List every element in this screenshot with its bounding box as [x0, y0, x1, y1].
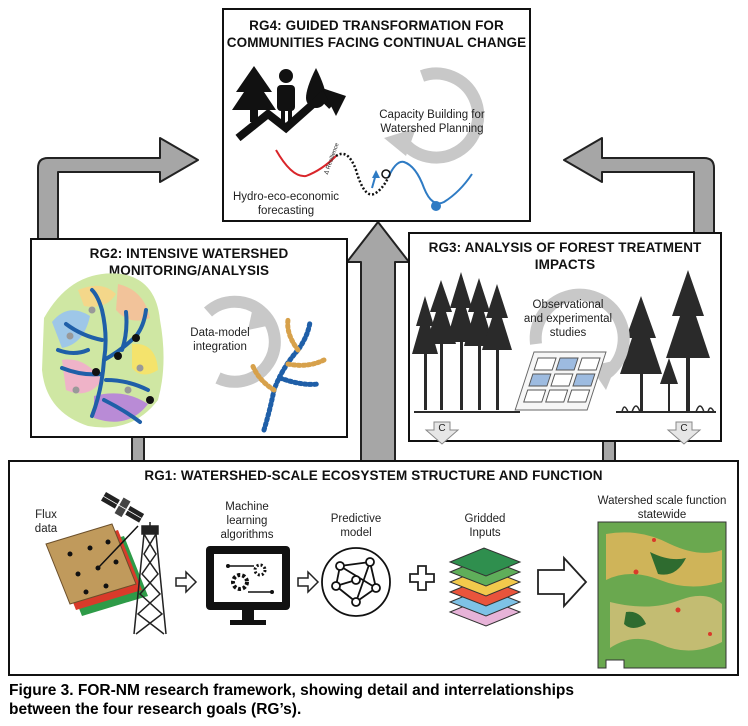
network-model-icon	[321, 547, 391, 617]
flux-label-line2: data	[34, 523, 58, 535]
plus-icon	[409, 565, 435, 591]
forecasting-label-line1: Hydro-eco-economic	[232, 191, 340, 203]
ml-label-line3: algorithms	[220, 529, 274, 541]
arrow-ml-to-model	[297, 570, 320, 594]
gridded-inputs-label: Gridded Inputs	[446, 512, 524, 540]
capacity-label-line2: Watershed Planning	[380, 123, 484, 135]
predictive-model-label-line1: Predictive	[330, 513, 382, 525]
caption-line1: Figure 3. FOR-NM research framework, sho…	[9, 682, 575, 699]
flux-label-line1: Flux	[35, 509, 57, 521]
tree-icon	[232, 66, 276, 122]
flux-map-icon	[45, 523, 148, 616]
stream-network-icon	[249, 317, 327, 433]
ball-start	[381, 169, 391, 179]
forecasting-label-line2: forecasting	[257, 205, 315, 217]
dense-forest-icon	[412, 272, 520, 413]
arrow-flux-to-ml	[175, 570, 198, 594]
rg1-graphics	[45, 492, 727, 669]
new-mexico-map-icon	[597, 521, 727, 669]
capacity-cycle-arrow	[397, 67, 485, 164]
experiment-grid-icon	[514, 351, 607, 411]
statewide-label-line1: Watershed scale function	[597, 495, 727, 507]
watershed-map-icon	[42, 273, 164, 428]
arrow-rg1-to-rg4	[346, 221, 410, 467]
ml-label-line2: learning	[226, 515, 268, 527]
capacity-label: Capacity Building for Watershed Planning	[372, 108, 492, 136]
data-model-label-line1: Data-model	[190, 327, 250, 339]
forecasting-label: Hydro-eco-economic forecasting	[226, 190, 346, 218]
computer-gears-icon	[206, 546, 290, 625]
data-model-label: Data-model integration	[182, 326, 258, 354]
blue-curve	[387, 160, 473, 205]
predictive-model-label-line2: model	[340, 527, 372, 539]
layers-icon	[448, 547, 522, 627]
gridded-inputs-label-line1: Gridded	[464, 513, 506, 525]
flux-tower-icon	[133, 522, 167, 635]
person-icon	[277, 69, 295, 122]
data-model-label-line2: integration	[193, 341, 247, 353]
rg2-title-line2: MONITORING/ANALYSIS	[108, 263, 270, 278]
gridded-inputs-label-line2: Inputs	[469, 527, 501, 539]
rg3-box: RG3: ANALYSIS OF FOREST TREATMENT IMPACT…	[408, 232, 722, 445]
rg3-graphics	[412, 270, 716, 445]
rg2-box: RG2: INTENSIVE WATERSHED MONITORING/ANAL…	[30, 238, 348, 438]
studies-label-line1: Observational	[532, 299, 604, 311]
ml-label-line1: Machine	[225, 501, 269, 513]
thinned-forest-icon	[616, 270, 716, 413]
rg3-title-line2: IMPACTS	[534, 257, 596, 272]
rg4-box: RG4: GUIDED TRANSFORMATION FOR COMMUNITI…	[222, 8, 531, 222]
red-curve	[275, 149, 337, 178]
rg4-title-line1: RG4: GUIDED TRANSFORMATION FOR	[249, 18, 504, 33]
predictive-model-label: Predictive model	[314, 512, 398, 540]
carbon-arrow-right	[666, 421, 702, 445]
rg2-graphics	[42, 273, 327, 433]
rg2-title: RG2: INTENSIVE WATERSHED MONITORING/ANAL…	[32, 245, 346, 279]
ball-end	[431, 201, 441, 211]
rg3-title: RG3: ANALYSIS OF FOREST TREATMENT IMPACT…	[410, 239, 720, 273]
rg3-title-line1: RG3: ANALYSIS OF FOREST TREATMENT	[428, 240, 702, 255]
satellite-icon	[101, 492, 145, 523]
rg1-box: RG1: WATERSHED-SCALE ECOSYSTEM STRUCTURE…	[8, 460, 739, 676]
studies-label: Observational and experimental studies	[518, 298, 618, 340]
studies-label-line3: studies	[549, 327, 587, 339]
capacity-label-line1: Capacity Building for	[379, 109, 485, 121]
studies-label-line2: and experimental	[523, 313, 613, 325]
statewide-label: Watershed scale function statewide	[590, 494, 734, 522]
carbon-label-right: C	[680, 423, 688, 434]
data-model-cycle-arrow	[203, 295, 281, 388]
ml-label: Machine learning algorithms	[198, 500, 296, 542]
studies-cycle-arrow	[529, 288, 630, 379]
dotted-curve	[335, 152, 390, 196]
caption-line2: between the four research goals (RG’s).	[9, 701, 302, 718]
rg2-title-line1: RG2: INTENSIVE WATERSHED	[89, 246, 289, 261]
arrow-rg3-to-rg4	[563, 137, 715, 243]
rg1-title: RG1: WATERSHED-SCALE ECOSYSTEM STRUCTURE…	[144, 468, 603, 483]
rg4-graphics	[232, 66, 485, 211]
flux-label: Flux data	[26, 508, 66, 536]
rg4-title-line2: COMMUNITIES FACING CONTINUAL CHANGE	[226, 35, 527, 50]
arrow-rg2-to-rg4	[37, 137, 199, 241]
carbon-label-left: C	[438, 423, 446, 434]
trend-arrow-icon	[235, 88, 346, 142]
carbon-arrow-left	[424, 421, 460, 445]
arrow-to-statewide	[537, 555, 588, 609]
figure-caption: Figure 3. FOR-NM research framework, sho…	[9, 681, 574, 719]
statewide-label-line2: statewide	[637, 509, 687, 521]
rg4-title: RG4: GUIDED TRANSFORMATION FOR COMMUNITI…	[224, 17, 529, 51]
